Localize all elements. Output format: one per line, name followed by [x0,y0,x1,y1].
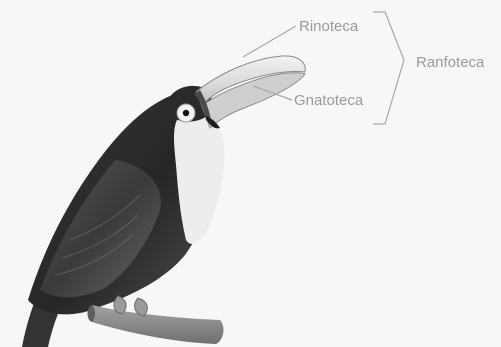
rinoteca-leader-line [243,26,296,57]
ranfoteca-bracket [373,12,404,124]
perch-branch [92,305,223,344]
toucan-illustration [22,56,305,347]
label-ranfoteca: Ranfoteca [416,54,485,71]
label-gnatoteca: Gnatoteca [294,92,364,109]
toucan-eye [183,110,189,116]
label-rinoteca: Rinoteca [299,18,359,35]
